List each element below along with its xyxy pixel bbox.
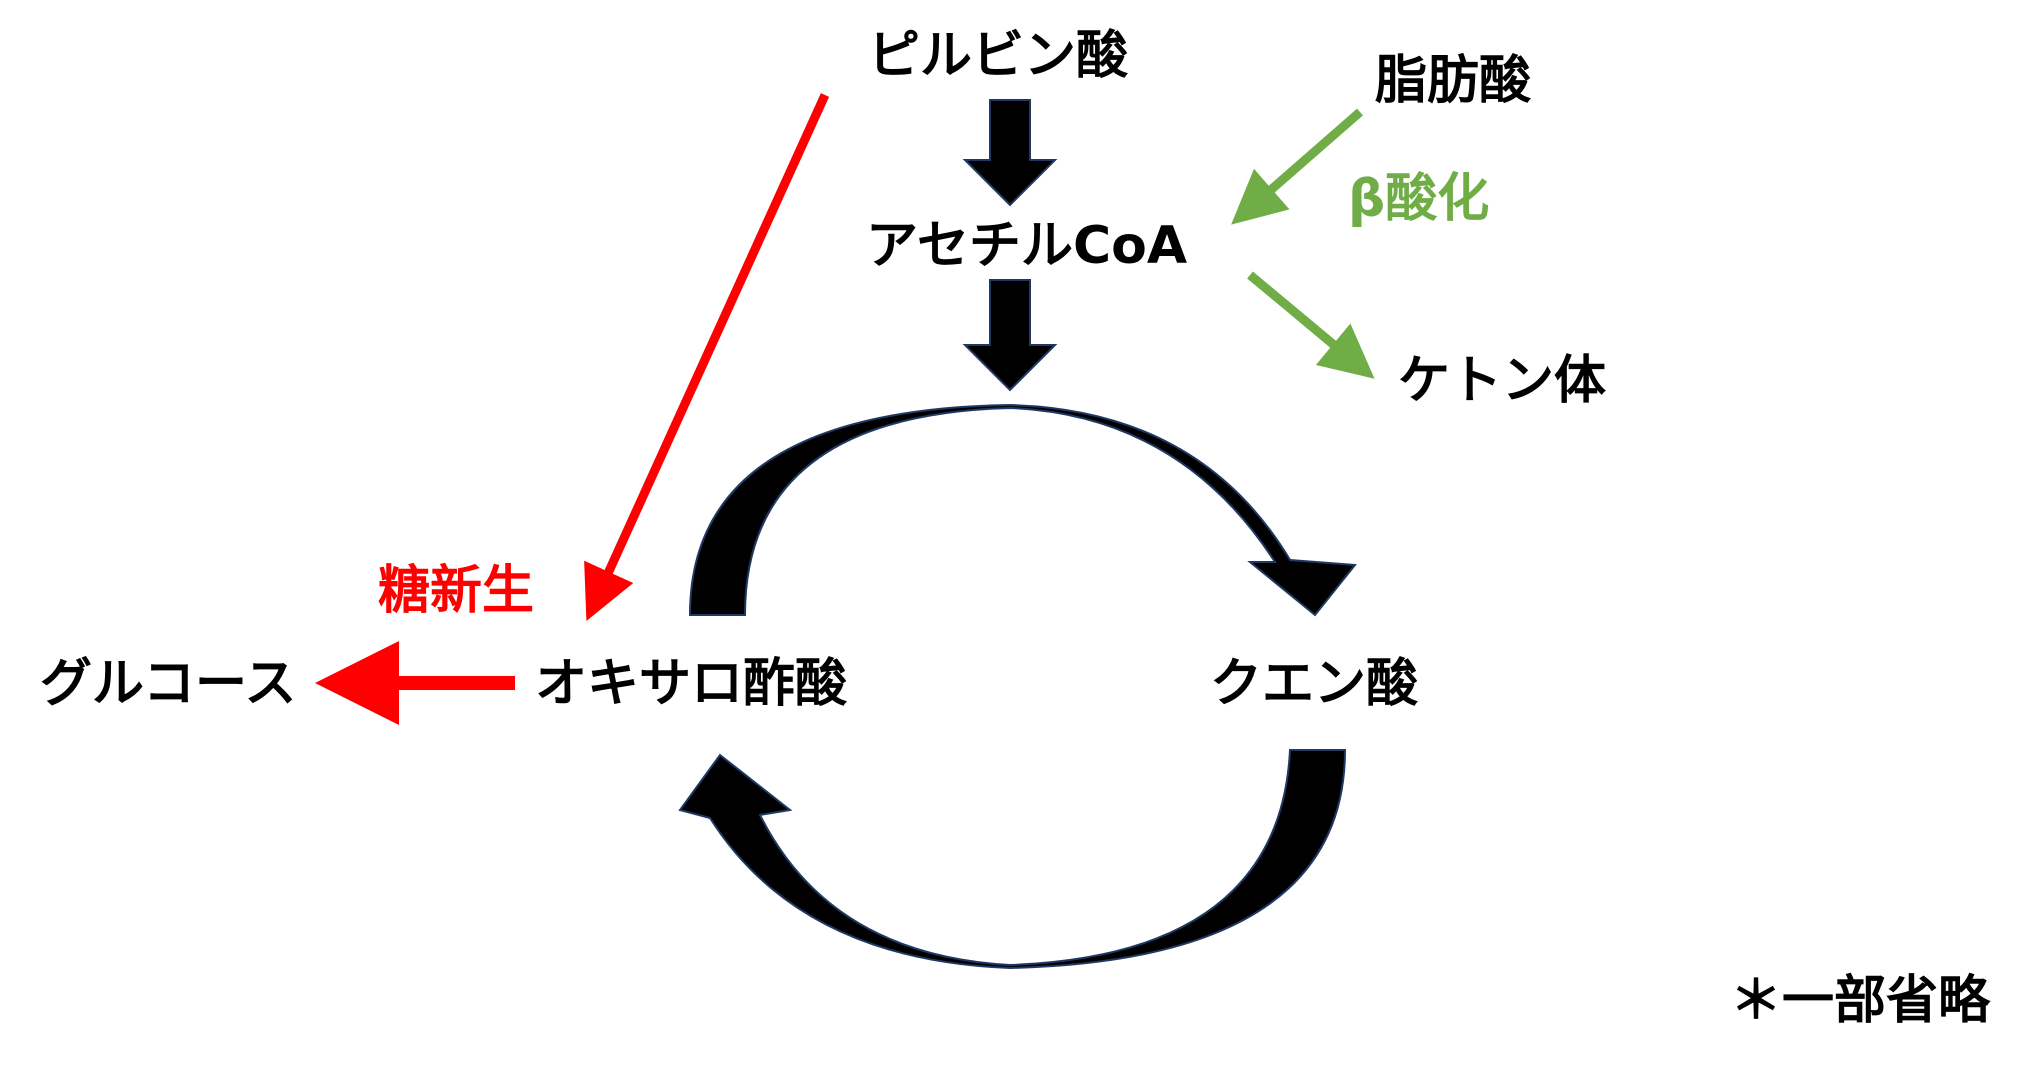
node-acetyl-coa: アセチルCoA bbox=[866, 216, 1188, 276]
arrow-acetylcoa-to-ketone bbox=[1247, 271, 1375, 379]
arrow-acetylcoa-to-cycle bbox=[962, 279, 1058, 392]
note-partially-omitted: ＊一部省略 bbox=[1730, 971, 1991, 1031]
label-gluconeogenesis: 糖新生 bbox=[378, 561, 535, 621]
node-fatty-acid: 脂肪酸 bbox=[1375, 51, 1532, 111]
arrow-pyruvate-to-oxaloacetate bbox=[584, 93, 830, 621]
node-glucose: グルコース bbox=[40, 654, 297, 714]
node-ketone-bodies: ケトン体 bbox=[1398, 351, 1607, 411]
cycle-arrow-lower bbox=[678, 749, 1347, 970]
node-citrate: クエン酸 bbox=[1210, 654, 1419, 714]
node-oxaloacetate: オキサロ酢酸 bbox=[535, 654, 848, 714]
cycle-arrow-upper bbox=[688, 403, 1357, 617]
node-pyruvate: ピルビン酸 bbox=[868, 26, 1129, 86]
label-beta-oxidation: β酸化 bbox=[1348, 169, 1490, 229]
arrow-fattyacid-to-acetylcoa bbox=[1231, 108, 1363, 225]
arrow-pyruvate-to-acetylcoa bbox=[962, 99, 1058, 207]
